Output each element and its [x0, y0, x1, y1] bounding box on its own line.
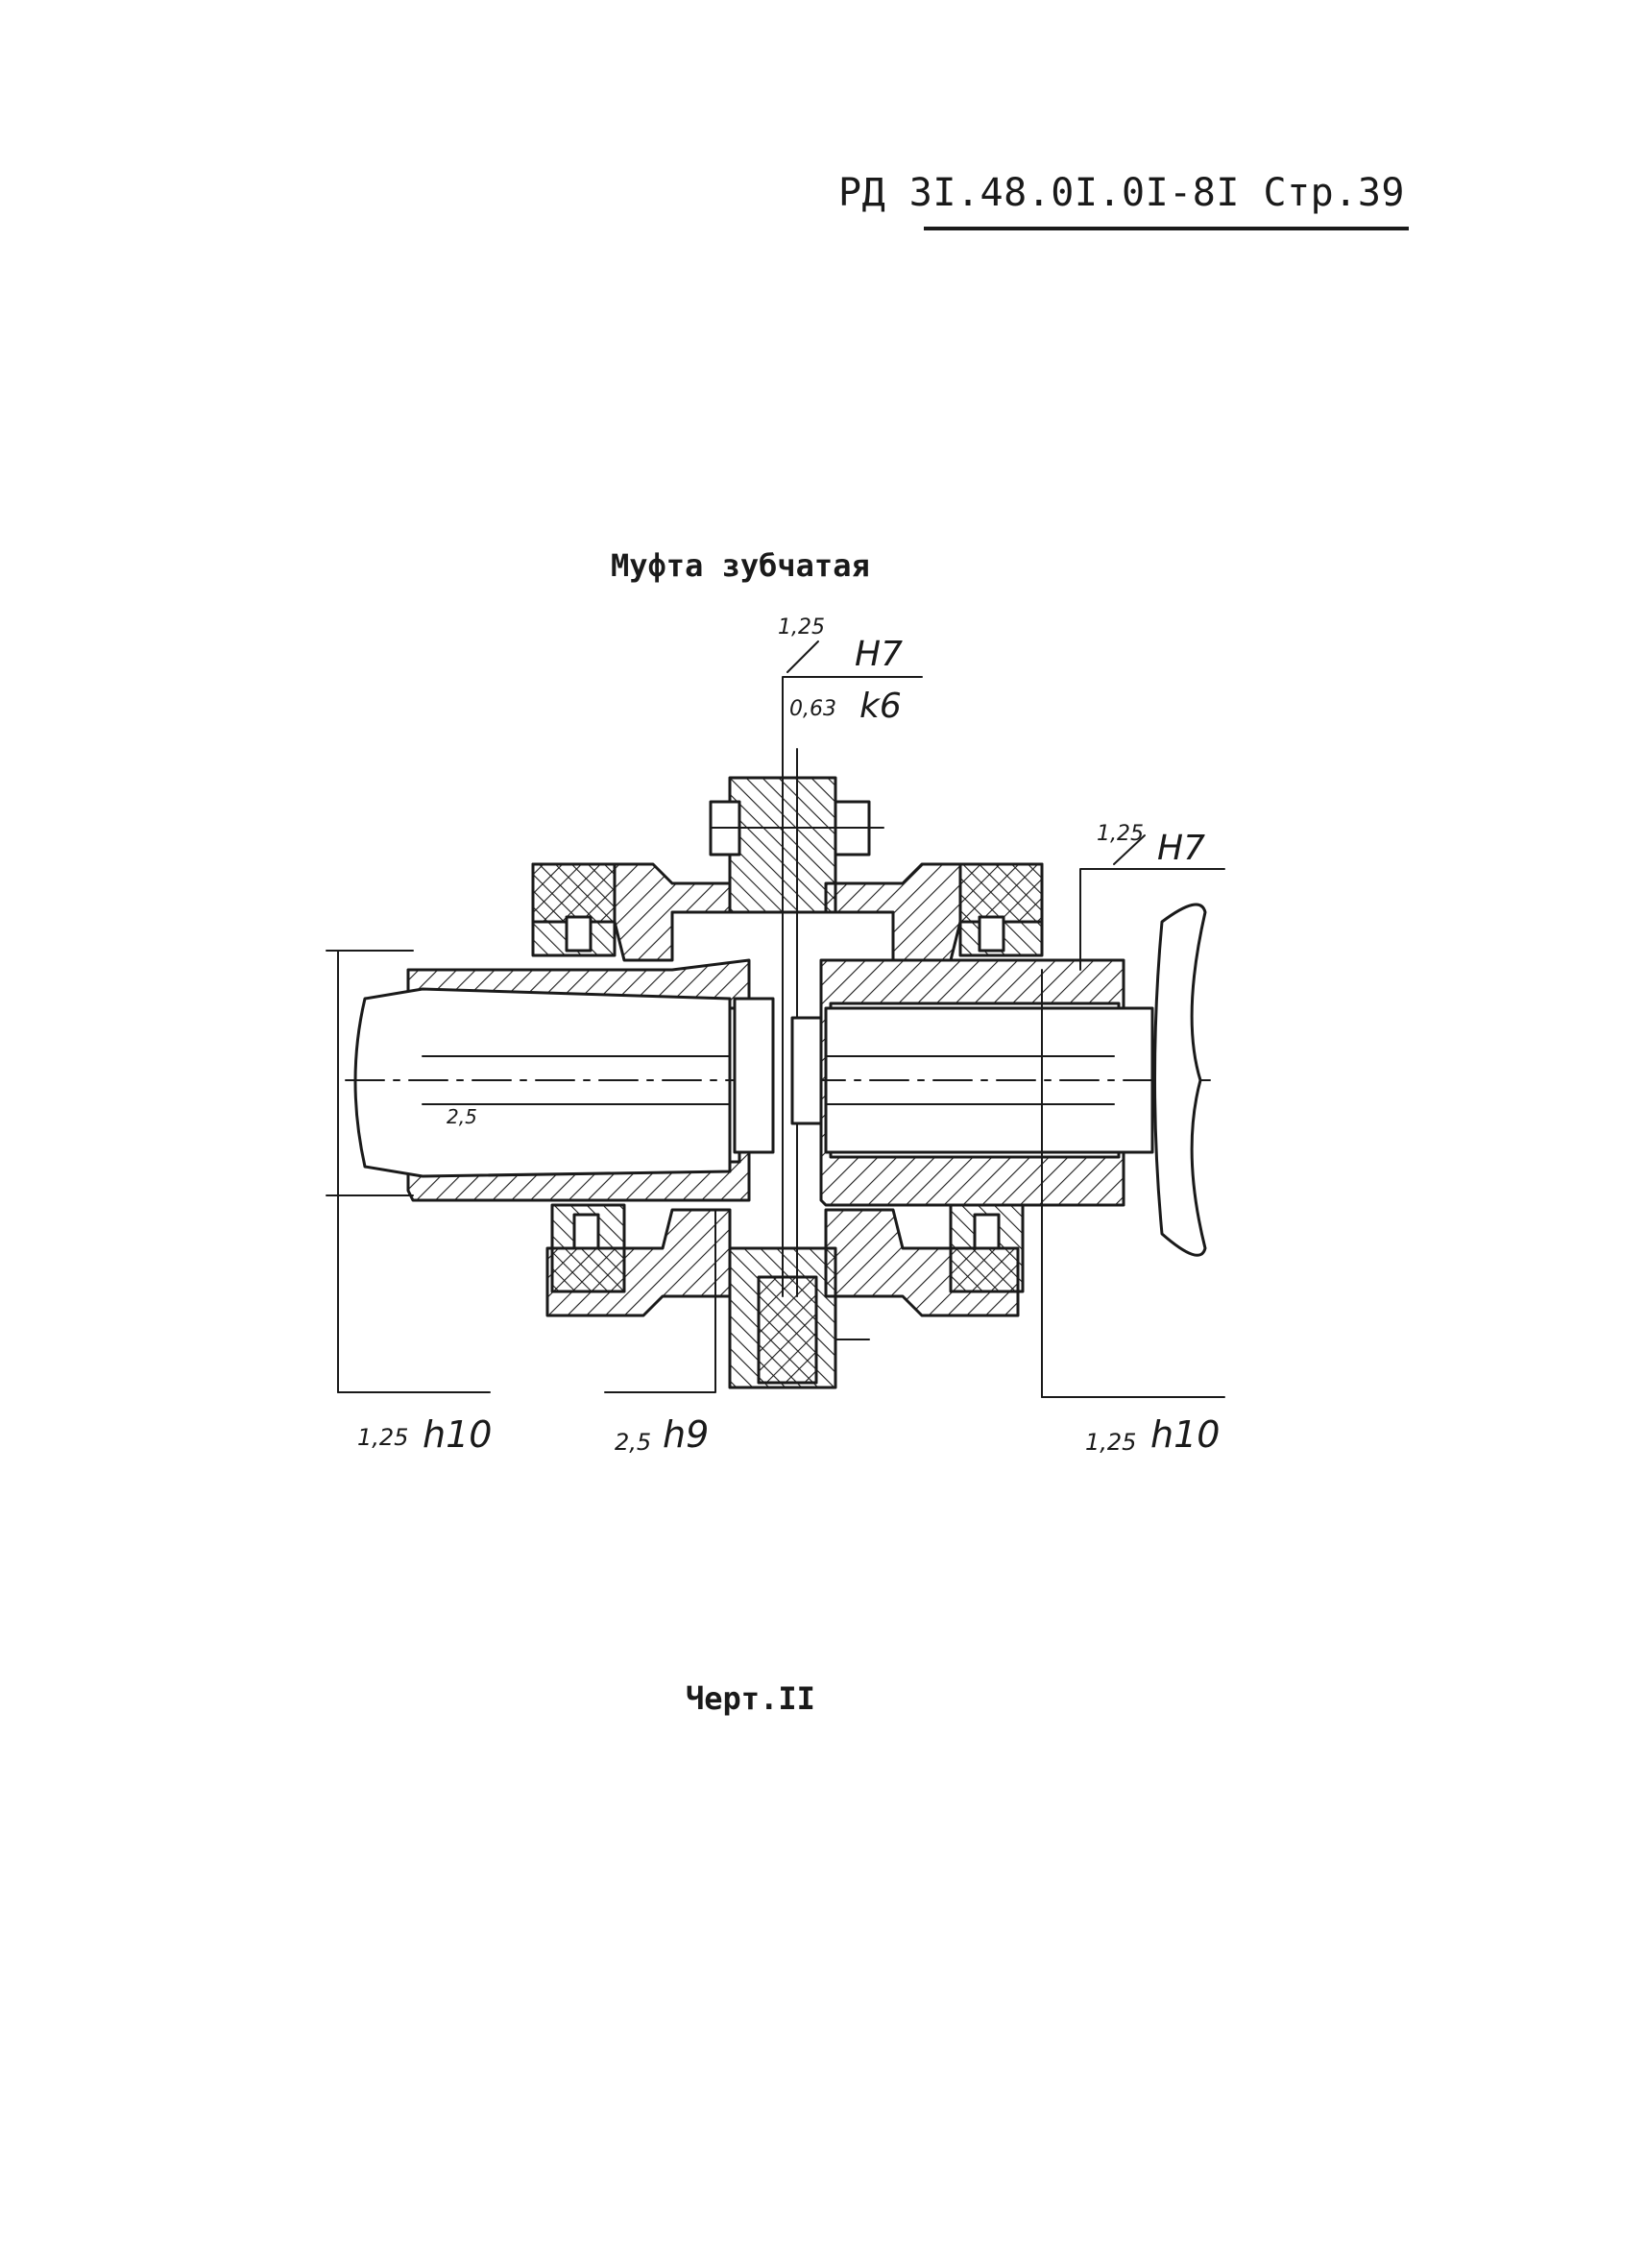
annotation-labels: 1,25 H7 0,63 k6 1,25 H7 2,5 1,25 h10 2,5…	[357, 615, 1220, 1456]
bottom-right-fit-label: h10	[1150, 1413, 1220, 1456]
bottom-left-roughness-label: 1,25	[357, 1424, 408, 1451]
top-fit-lower-label: k6	[859, 687, 902, 726]
right-roughness-label: 1,25	[1097, 822, 1144, 846]
bottom-right-roughness-label: 1,25	[1085, 1429, 1136, 1456]
bottom-left-fit-label: h10	[423, 1413, 492, 1456]
document-reference: РД 3I.48.0I.0I-8I Стр.39	[838, 171, 1405, 215]
page-header: РД 3I.48.0I.0I-8I Стр.39	[838, 163, 1409, 230]
figure-caption: Черт.II	[686, 1680, 815, 1717]
figure-title: Муфта зубчатая	[611, 547, 870, 584]
inner-roughness-label: 2,5	[447, 1105, 477, 1128]
right-fit-label: H7	[1157, 829, 1205, 868]
gear-coupling-drawing: 1,25 H7 0,63 k6 1,25 H7 2,5 1,25 h10 2,5…	[326, 615, 1225, 1456]
right-shaft-break	[1153, 903, 1207, 1257]
left-shaft	[353, 987, 732, 1178]
bottom-mid-roughness-label: 2,5	[615, 1429, 651, 1456]
top-roughness-lower-label: 0,63	[789, 697, 836, 721]
top-roughness-upper-label: 1,25	[778, 615, 825, 639]
header-underline	[924, 227, 1409, 230]
bottom-mid-fit-label: h9	[663, 1413, 709, 1456]
top-fit-upper-label: H7	[855, 635, 903, 674]
